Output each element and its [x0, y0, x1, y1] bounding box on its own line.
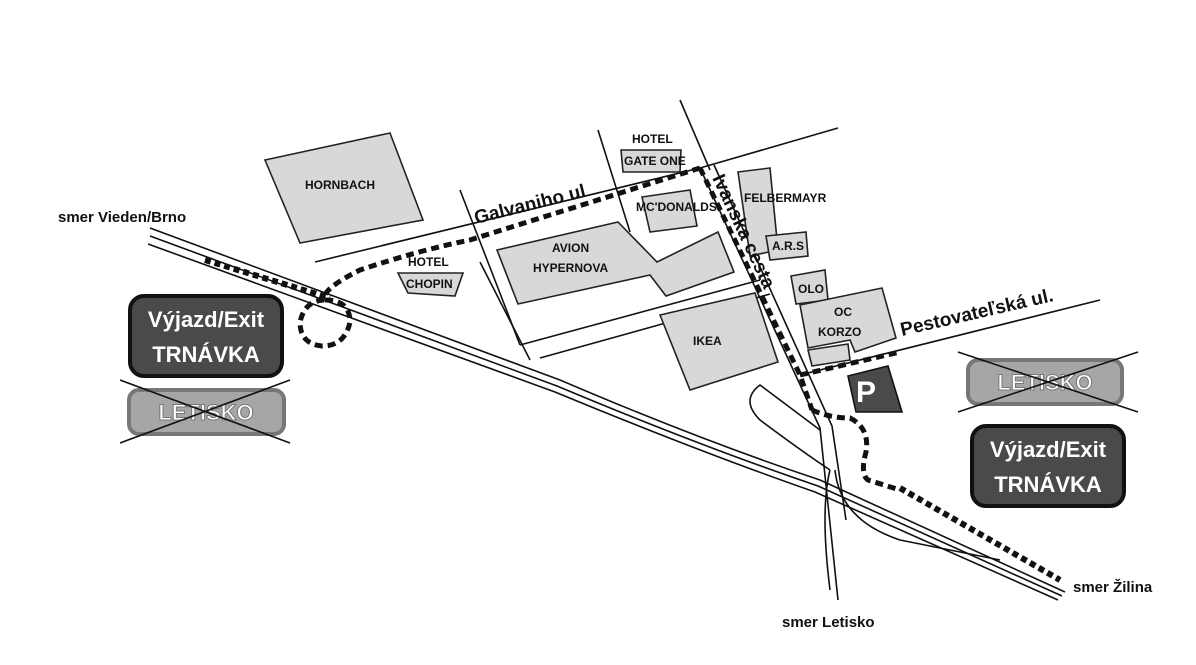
- label-korzo-2: KORZO: [818, 325, 861, 339]
- motorway: [147, 227, 1066, 601]
- label-avion-2: HYPERNOVA: [533, 261, 608, 275]
- airport-sign-right: LETISKO: [966, 358, 1124, 406]
- building-hotel-chopin: [396, 272, 465, 297]
- airport-sign-left-cross: [119, 379, 291, 444]
- building-oc-korzo: [799, 287, 897, 353]
- route-loop-west: [297, 297, 353, 349]
- exit-sign-right-line2: TRNÁVKA: [994, 472, 1102, 497]
- street-galvaniho: Galvaniho ul: [472, 181, 588, 229]
- airport-sign-left-label: LETISKO: [158, 400, 253, 425]
- route-loop-east: [810, 407, 901, 493]
- parking-marker: P: [847, 365, 904, 413]
- motorway-route-east: [898, 485, 1062, 583]
- label-felbermayr: FELBERMAYR: [744, 191, 827, 205]
- exit-sign-left-line1: Výjazd/Exit: [148, 307, 265, 332]
- parking-label: P: [856, 376, 876, 409]
- label-avion-1: AVION: [552, 241, 589, 255]
- label-korzo-1: OC: [834, 305, 852, 319]
- exit-sign-right-line1: Výjazd/Exit: [990, 437, 1107, 462]
- exit-sign-right: Výjazd/Exit TRNÁVKA: [970, 424, 1126, 508]
- airport-sign-right-cross: [957, 351, 1139, 413]
- building-mcdonalds: [641, 189, 698, 233]
- label-hotel-chopin-1: HOTEL: [408, 255, 449, 269]
- building-avion-hypernova: [495, 221, 736, 305]
- label-gateone-2: GATE ONE: [624, 154, 686, 168]
- label-ikea: IKEA: [693, 334, 722, 348]
- exit-sign-left: Výjazd/Exit TRNÁVKA: [128, 294, 284, 378]
- street-pestovatelska: Pestovateľská ul.: [898, 285, 1055, 341]
- label-hornbach: HORNBACH: [305, 178, 375, 192]
- label-mcdonalds: MC'DONALDS: [636, 200, 717, 214]
- exit-sign-left-line2: TRNÁVKA: [152, 342, 260, 367]
- route-pestovatelska: [799, 349, 901, 378]
- building-ikea: [658, 292, 780, 391]
- building-hornbach: [263, 132, 425, 244]
- label-gateone-1: HOTEL: [632, 132, 673, 146]
- direction-south: smer Letisko: [782, 614, 875, 631]
- building-oc-korzo-annex: [807, 343, 851, 367]
- direction-west: smer Vieden/Brno: [58, 209, 186, 226]
- direction-east: smer Žilina: [1073, 578, 1153, 596]
- route-galvaniho: [322, 165, 701, 302]
- label-hotel-chopin-2: CHOPIN: [406, 277, 453, 291]
- building-ars: [765, 231, 809, 261]
- label-olo: OLO: [798, 282, 824, 296]
- label-ars: A.R.S: [772, 239, 804, 253]
- motorway-route-west: [204, 257, 331, 301]
- route-ivanska: [697, 166, 815, 411]
